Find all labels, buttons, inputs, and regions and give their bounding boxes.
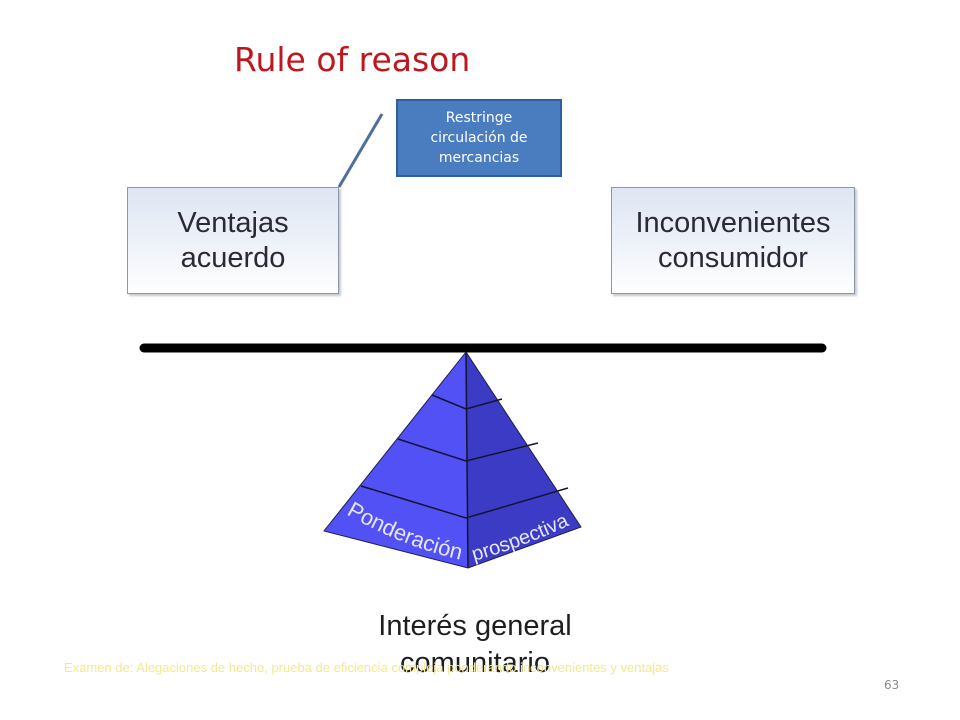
restriction-callout: Restringe circulación de mercancias bbox=[396, 99, 562, 177]
pyramid-left-face bbox=[324, 352, 468, 568]
pyramid-ridge-line bbox=[465, 351, 469, 569]
pyramid-tier-line-3 bbox=[360, 485, 569, 519]
drawbacks-box: Inconvenientes consumidor bbox=[611, 187, 855, 294]
callout-text: Restringe circulación de mercancias bbox=[430, 110, 528, 166]
page-number: 63 bbox=[884, 678, 900, 692]
pyramid-base-label: Interés general comunitario bbox=[378, 610, 572, 679]
pyramid-tier-line-2 bbox=[397, 438, 539, 462]
advantages-box: Ventajas acuerdo bbox=[127, 187, 339, 294]
faded-footnote: Examen de: Alegaciones de hecho, prueba … bbox=[64, 660, 669, 675]
slide-title: Rule of reason bbox=[234, 40, 471, 79]
pyramid-outline bbox=[323, 351, 582, 569]
callout-connector-line bbox=[337, 113, 384, 188]
drawbacks-label: Inconvenientes consumidor bbox=[635, 206, 831, 274]
pyramid-right-face bbox=[466, 352, 581, 568]
advantages-label: Ventajas acuerdo bbox=[177, 206, 289, 274]
